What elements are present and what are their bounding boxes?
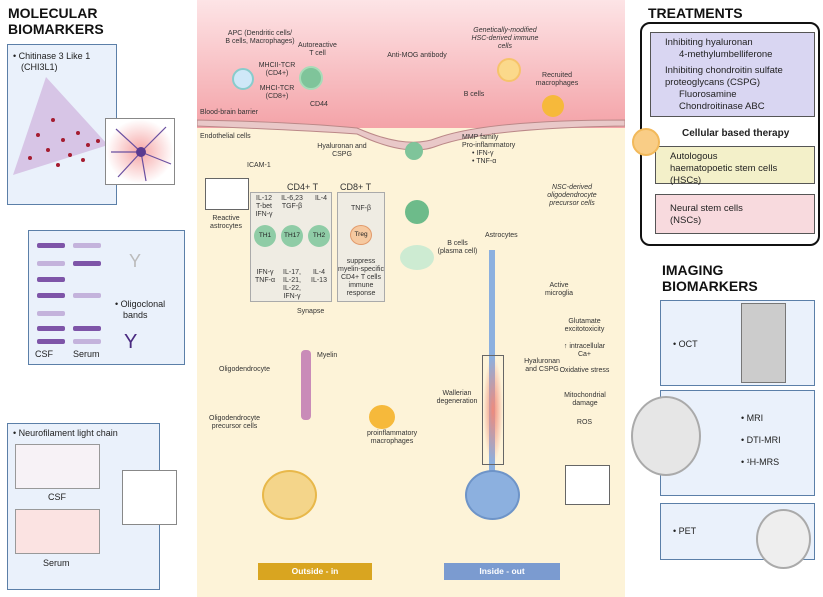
th1-cell: TH1	[254, 225, 276, 247]
cd8-label: CD8+ T	[340, 182, 372, 192]
t-cell	[299, 66, 323, 90]
astrocyte-inset	[105, 118, 175, 185]
gm-hsc-label: Genetically-modified HSC-derived immune …	[471, 27, 539, 50]
chi3l1-label: • Chitinase 3 Like 1(CHI3L1)	[13, 51, 91, 72]
chi3l1-secretion-cone	[13, 77, 108, 175]
axon-inset	[122, 470, 177, 525]
cd44-label: CD44	[310, 101, 328, 108]
oxidative-stress-label: Oxidative stress	[559, 367, 610, 374]
csf-sample-label: CSF	[48, 492, 66, 502]
reactive-astrocyte-inset	[205, 178, 249, 210]
cd8-box: TNF-β Treg suppress myelin-specific CD4+…	[337, 192, 385, 302]
th2-cell: TH2	[308, 225, 330, 247]
apc-cell	[232, 68, 254, 90]
wallerian-inset	[482, 355, 504, 465]
cns-diagram: APC (Dendritic cells/ B cells, Macrophag…	[197, 0, 625, 597]
plasma-cell	[400, 245, 434, 270]
recruited-macrophages-label: Recruited macrophages	[535, 72, 579, 87]
plasma-b-cell	[405, 200, 429, 224]
bbb-label: Blood-brain barrier	[200, 109, 258, 116]
serum-sample	[15, 509, 100, 554]
macrophage	[542, 95, 564, 117]
cd4-box: IL-12 T-bet IFN-γ IL-6,23 TGF-β IL-4 TH1…	[250, 192, 332, 302]
antibody-icon: Y	[124, 331, 138, 353]
reactive-astrocytes-label: Reactive astrocytes	[210, 215, 242, 230]
serum-sample-label: Serum	[43, 558, 70, 568]
hyaluronan-label: Hyaluronan and CSPG	[317, 143, 367, 158]
csf-lane-label: CSF	[35, 349, 53, 359]
neuron-outside-in	[262, 470, 317, 520]
oct-device	[741, 303, 786, 383]
b-cells-label: B cells	[463, 91, 485, 98]
anti-mog-label: Anti-MOG antibody	[387, 52, 447, 59]
plasma-cell-label: B cells (plasma cell)	[437, 240, 478, 255]
hyaluronan-cspg-label: Hyaluronan and CSPG	[524, 358, 560, 373]
microglia-inset	[565, 465, 610, 505]
hsc-cell-icon	[632, 128, 660, 156]
chi3l1-panel: • Chitinase 3 Like 1(CHI3L1)	[7, 44, 117, 205]
microglia-label: Active microglia	[544, 282, 573, 297]
mri-scanner	[631, 396, 701, 476]
astrocyte-icon	[111, 126, 172, 182]
opc-label: Oligodendrocyte precursor cells	[209, 415, 260, 430]
cellular-therapy-title: Cellular based therapy	[682, 128, 790, 139]
nsc-therapy: Neural stem cells(NSCs)	[655, 194, 815, 234]
outside-in-label: Outside - in	[258, 563, 372, 580]
endothelium	[197, 119, 625, 150]
nfl-label: • Neurofilament light chain	[13, 428, 118, 438]
glutamate-label: Glutamate excitotoxicity	[564, 318, 605, 333]
nsc-opc-label: NSC-derived oligodendrocyte precursor ce…	[547, 184, 597, 207]
myelin-label: Myelin	[317, 352, 338, 359]
treatments-title: TREATMENTS	[648, 5, 743, 21]
autoreactive-label: Autoreactive T cell	[298, 42, 337, 57]
proinflammatory-macrophages-label: proinflammatory macrophages	[367, 430, 418, 445]
cd4-label: CD4+ T	[287, 182, 319, 192]
mri-panel: • MRI• DTI-MRI• ¹H-MRS	[631, 390, 815, 496]
inside-out-label: Inside - out	[444, 563, 560, 580]
b-cell	[405, 142, 423, 160]
wallerian-label: Wallerian degeneration	[436, 390, 478, 405]
treg-cell: Treg	[350, 225, 372, 245]
icam-label: ICAM-1	[247, 162, 271, 169]
mitochondrial-label: Mitochondrial damage	[564, 392, 606, 407]
endothelial-label: Endothelial cells	[200, 133, 251, 140]
oct-panel: • OCT	[660, 300, 815, 386]
calcium-label: ↑ intracellular Ca+	[563, 343, 606, 358]
hsc-cell	[497, 58, 521, 82]
proinflammatory-macrophage	[369, 405, 395, 429]
antibody-icon: Y	[129, 251, 142, 271]
pet-scanner	[756, 509, 811, 569]
mhci-label: MHCI-TCR (CD8+)	[259, 85, 295, 100]
synapse-label: Synapse	[297, 308, 325, 315]
neuron-inside-out	[465, 470, 520, 520]
serum-lane-label: Serum	[73, 349, 100, 359]
csf-sample	[15, 444, 100, 489]
mhcii-label: MHCII-TCR (CD4+)	[258, 62, 296, 77]
apc-label: APC (Dendritic cells/ B cells, Macrophag…	[225, 30, 295, 45]
myelin-sheath	[301, 350, 311, 420]
oligodendrocyte-label: Oligodendrocyte	[219, 366, 270, 373]
th17-cell: TH17	[281, 225, 303, 247]
astrocytes-label: Astrocytes	[485, 232, 518, 239]
ros-label: ROS	[576, 419, 593, 426]
pet-panel: • PET	[660, 503, 815, 569]
